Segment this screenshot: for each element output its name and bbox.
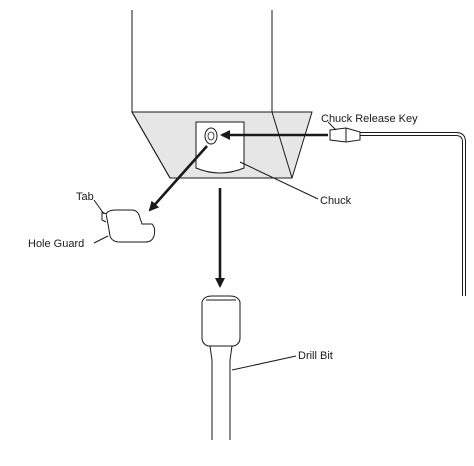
chuck-key-hole bbox=[204, 127, 218, 145]
drill-bit bbox=[201, 295, 241, 440]
label-chuck-release-key: Chuck Release Key bbox=[321, 113, 418, 125]
arrow-hole-guard bbox=[148, 145, 208, 212]
hole-guard-tab bbox=[101, 211, 107, 223]
label-chuck: Chuck bbox=[320, 195, 352, 207]
label-drill-bit: Drill Bit bbox=[298, 350, 333, 362]
chuck bbox=[195, 121, 245, 174]
label-hole-guard: Hole Guard bbox=[28, 238, 84, 250]
leader-drill-bit bbox=[231, 355, 297, 371]
leader-chuck-release-key bbox=[327, 121, 337, 131]
chuck-release-key bbox=[329, 127, 466, 296]
leader-tab bbox=[93, 199, 105, 215]
label-tab: Tab bbox=[76, 191, 94, 203]
leader-hole-guard bbox=[93, 235, 109, 244]
hole-guard bbox=[101, 209, 156, 243]
leader-chuck bbox=[239, 161, 319, 200]
